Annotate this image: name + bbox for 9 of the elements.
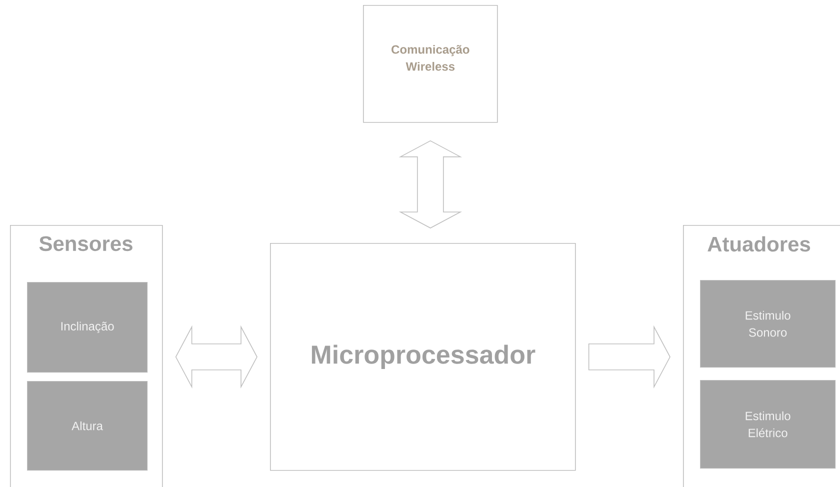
component-box: Estimulo Sonoro (700, 280, 836, 368)
component-box: Estimulo Elétrico (700, 380, 836, 469)
block-arrow (175, 325, 258, 388)
component-box: Altura (27, 381, 148, 471)
block-arrow (588, 325, 670, 388)
processor-box: Microprocessador (270, 243, 576, 471)
module-box: Comunicação Wireless (363, 5, 498, 123)
component-box: Inclinação (27, 282, 148, 373)
block-arrow (398, 140, 462, 228)
